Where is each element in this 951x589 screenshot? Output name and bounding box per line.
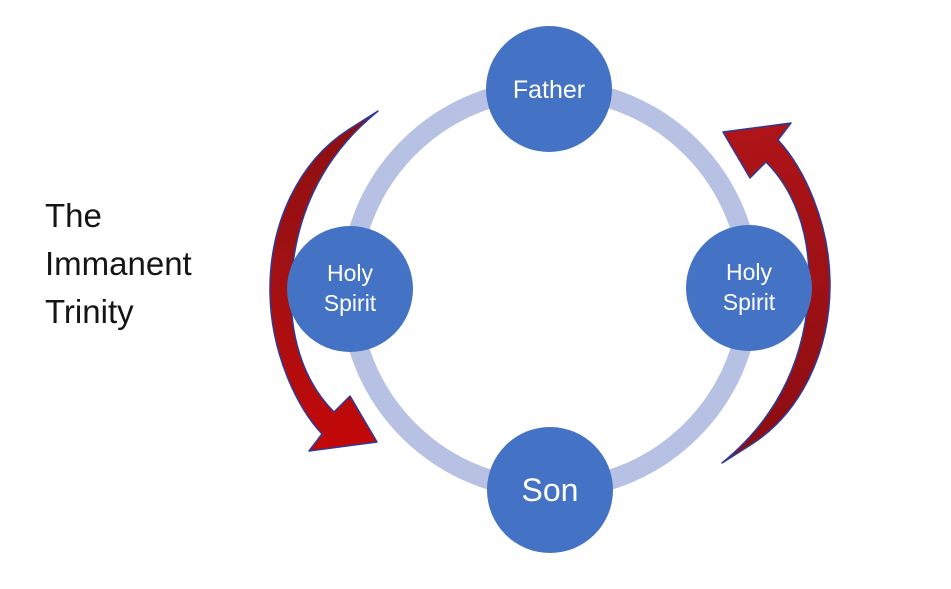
node-father: Father bbox=[486, 26, 612, 152]
slide-title-line-3: Trinity bbox=[45, 293, 134, 330]
father-label: Father bbox=[513, 76, 585, 104]
holy-spirit-right-label-line2: Spirit bbox=[723, 289, 776, 315]
slide-title: The Immanent Trinity bbox=[45, 192, 192, 336]
holy-spirit-right-label-line1: Holy bbox=[726, 259, 773, 285]
slide-title-line-1: The bbox=[45, 197, 102, 234]
holy-spirit-right-circle bbox=[686, 225, 812, 351]
right-curved-arrow-icon bbox=[721, 122, 831, 464]
holy-spirit-left-label-line2: Spirit bbox=[324, 290, 377, 316]
holy-spirit-left-label-line1: Holy bbox=[327, 260, 374, 286]
slide-title-line-2: Immanent bbox=[45, 245, 192, 282]
left-curved-arrow-icon bbox=[269, 110, 379, 452]
son-label: Son bbox=[522, 472, 579, 508]
node-holy-spirit-right: Holy Spirit bbox=[686, 225, 812, 351]
son-circle bbox=[487, 427, 613, 553]
holy-spirit-left-circle bbox=[287, 226, 413, 352]
father-circle bbox=[486, 26, 612, 152]
node-holy-spirit-left: Holy Spirit bbox=[287, 226, 413, 352]
node-son: Son bbox=[487, 427, 613, 553]
